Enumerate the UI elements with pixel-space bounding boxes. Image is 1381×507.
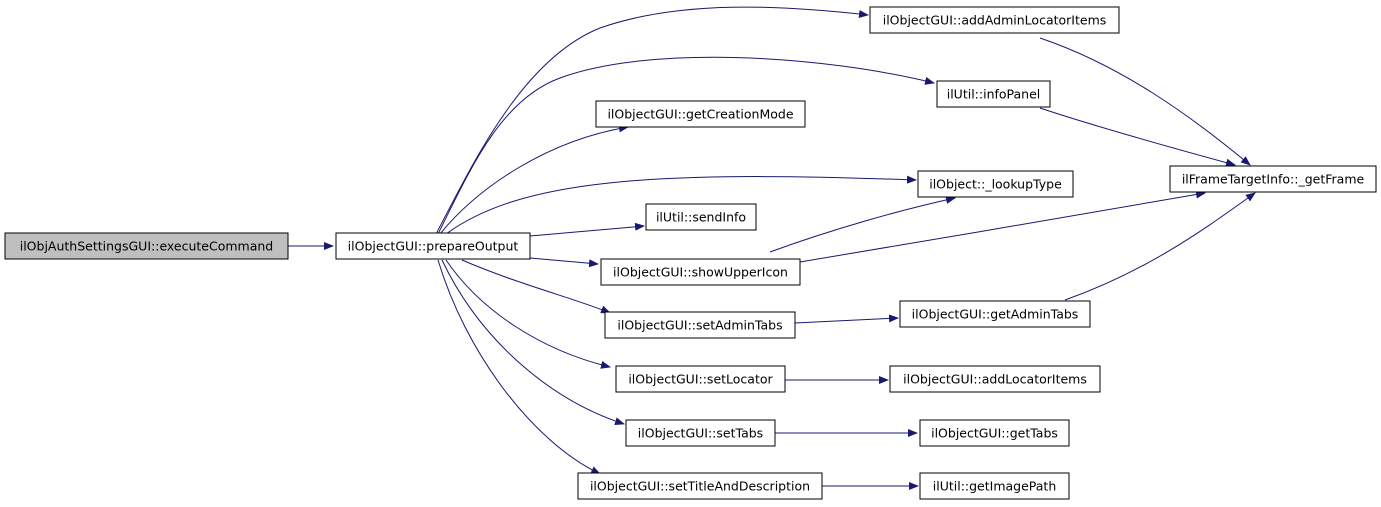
node-addLocatorItems[interactable]: ilObjectGUI::addLocatorItems [889,365,1101,393]
node-infoPanel[interactable]: ilUtil::infoPanel [936,80,1051,108]
node-lookupType[interactable]: ilObject::_lookupType [917,170,1074,198]
node-label: ilObjAuthSettingsGUI::executeCommand [20,239,274,254]
node-box [919,419,1070,447]
node-getImagePath[interactable]: ilUtil::getImagePath [919,472,1070,500]
node-box [899,300,1091,328]
node-label: ilUtil::sendInfo [656,210,746,225]
node-showUpperIcon[interactable]: ilObjectGUI::showUpperIcon [600,258,801,286]
node-setTitleAndDescription[interactable]: ilObjectGUI::setTitleAndDescription [577,472,823,500]
node-label: ilObjectGUI::getCreationMode [607,107,793,122]
node-setAdminTabs[interactable]: ilObjectGUI::setAdminTabs [604,311,796,339]
node-box [615,365,786,393]
edge-prepareOutput-showUpperIcon [529,257,599,268]
node-getTabs[interactable]: ilObjectGUI::getTabs [919,419,1070,447]
node-box [869,6,1120,34]
node-label: ilObjectGUI::setAdminTabs [617,318,782,333]
node-label: ilObjectGUI::showUpperIcon [613,265,788,280]
edge-addAdminLocatorItems-getFrame [1039,37,1251,166]
node-getCreationMode[interactable]: ilObjectGUI::getCreationMode [595,100,806,128]
node-setTabs[interactable]: ilObjectGUI::setTabs [625,419,776,447]
node-label: ilObjectGUI::prepareOutput [348,239,519,254]
node-label: ilObjectGUI::getAdminTabs [912,307,1079,322]
nodes: ilObjAuthSettingsGUI::executeCommand ilO… [4,6,1377,500]
node-box [595,100,806,128]
node-executeCommand[interactable]: ilObjAuthSettingsGUI::executeCommand [4,232,289,260]
node-label: ilObjectGUI::setLocator [628,372,773,387]
node-setLocator[interactable]: ilObjectGUI::setLocator [615,365,786,393]
edge-prepareOutput-setLocator [445,259,611,369]
node-box [1169,165,1377,193]
node-label: ilObject::_lookupType [929,177,1062,192]
node-box [625,419,776,447]
node-label: ilUtil::getImagePath [933,479,1057,494]
node-box [645,203,757,231]
edge-prepareOutput-setTabs [441,259,625,426]
node-box [335,232,531,260]
edges [288,6,1256,490]
node-label: ilFrameTargetInfo::_getFrame [1182,172,1365,187]
node-label: ilObjectGUI::addLocatorItems [903,372,1087,387]
edge-prepareOutput-addAdminLocatorItems [435,6,869,235]
edge-prepareOutput-lookupType [445,175,917,235]
edge-getAdminTabs-getFrame [1064,192,1256,301]
edge-prepareOutput-setTitleAndDescription [437,259,601,475]
node-box [600,258,801,286]
node-label: ilUtil::infoPanel [947,87,1041,102]
node-label: ilObjectGUI::getTabs [931,426,1058,441]
edge-prepareOutput-setAdminTabs [461,259,611,314]
node-getAdminTabs[interactable]: ilObjectGUI::getAdminTabs [899,300,1091,328]
node-box [919,472,1070,500]
node-box [4,232,289,260]
node-label: ilObjectGUI::setTabs [638,426,763,441]
edge-infoPanel-getFrame [1039,107,1236,167]
node-label: ilObjectGUI::setTitleAndDescription [590,479,810,494]
node-label: ilObjectGUI::addAdminLocatorItems [883,13,1107,28]
edge-showUpperIcon-lookupType [769,196,956,253]
edge-showUpperIcon-getFrame [799,190,1206,263]
node-box [604,311,796,339]
node-addAdminLocatorItems[interactable]: ilObjectGUI::addAdminLocatorItems [869,6,1120,34]
edge-prepareOutput-infoPanel [437,56,935,235]
edge-prepareOutput-getCreationMode [439,124,629,235]
node-sendInfo[interactable]: ilUtil::sendInfo [645,203,757,231]
node-getFrame[interactable]: ilFrameTargetInfo::_getFrame [1169,165,1377,193]
node-box [917,170,1074,198]
node-box [936,80,1051,108]
edge-setAdminTabs-getAdminTabs [794,314,899,324]
edge-prepareOutput-sendInfo [529,222,645,237]
node-box [889,365,1101,393]
node-box [577,472,823,500]
node-prepareOutput[interactable]: ilObjectGUI::prepareOutput [335,232,531,260]
